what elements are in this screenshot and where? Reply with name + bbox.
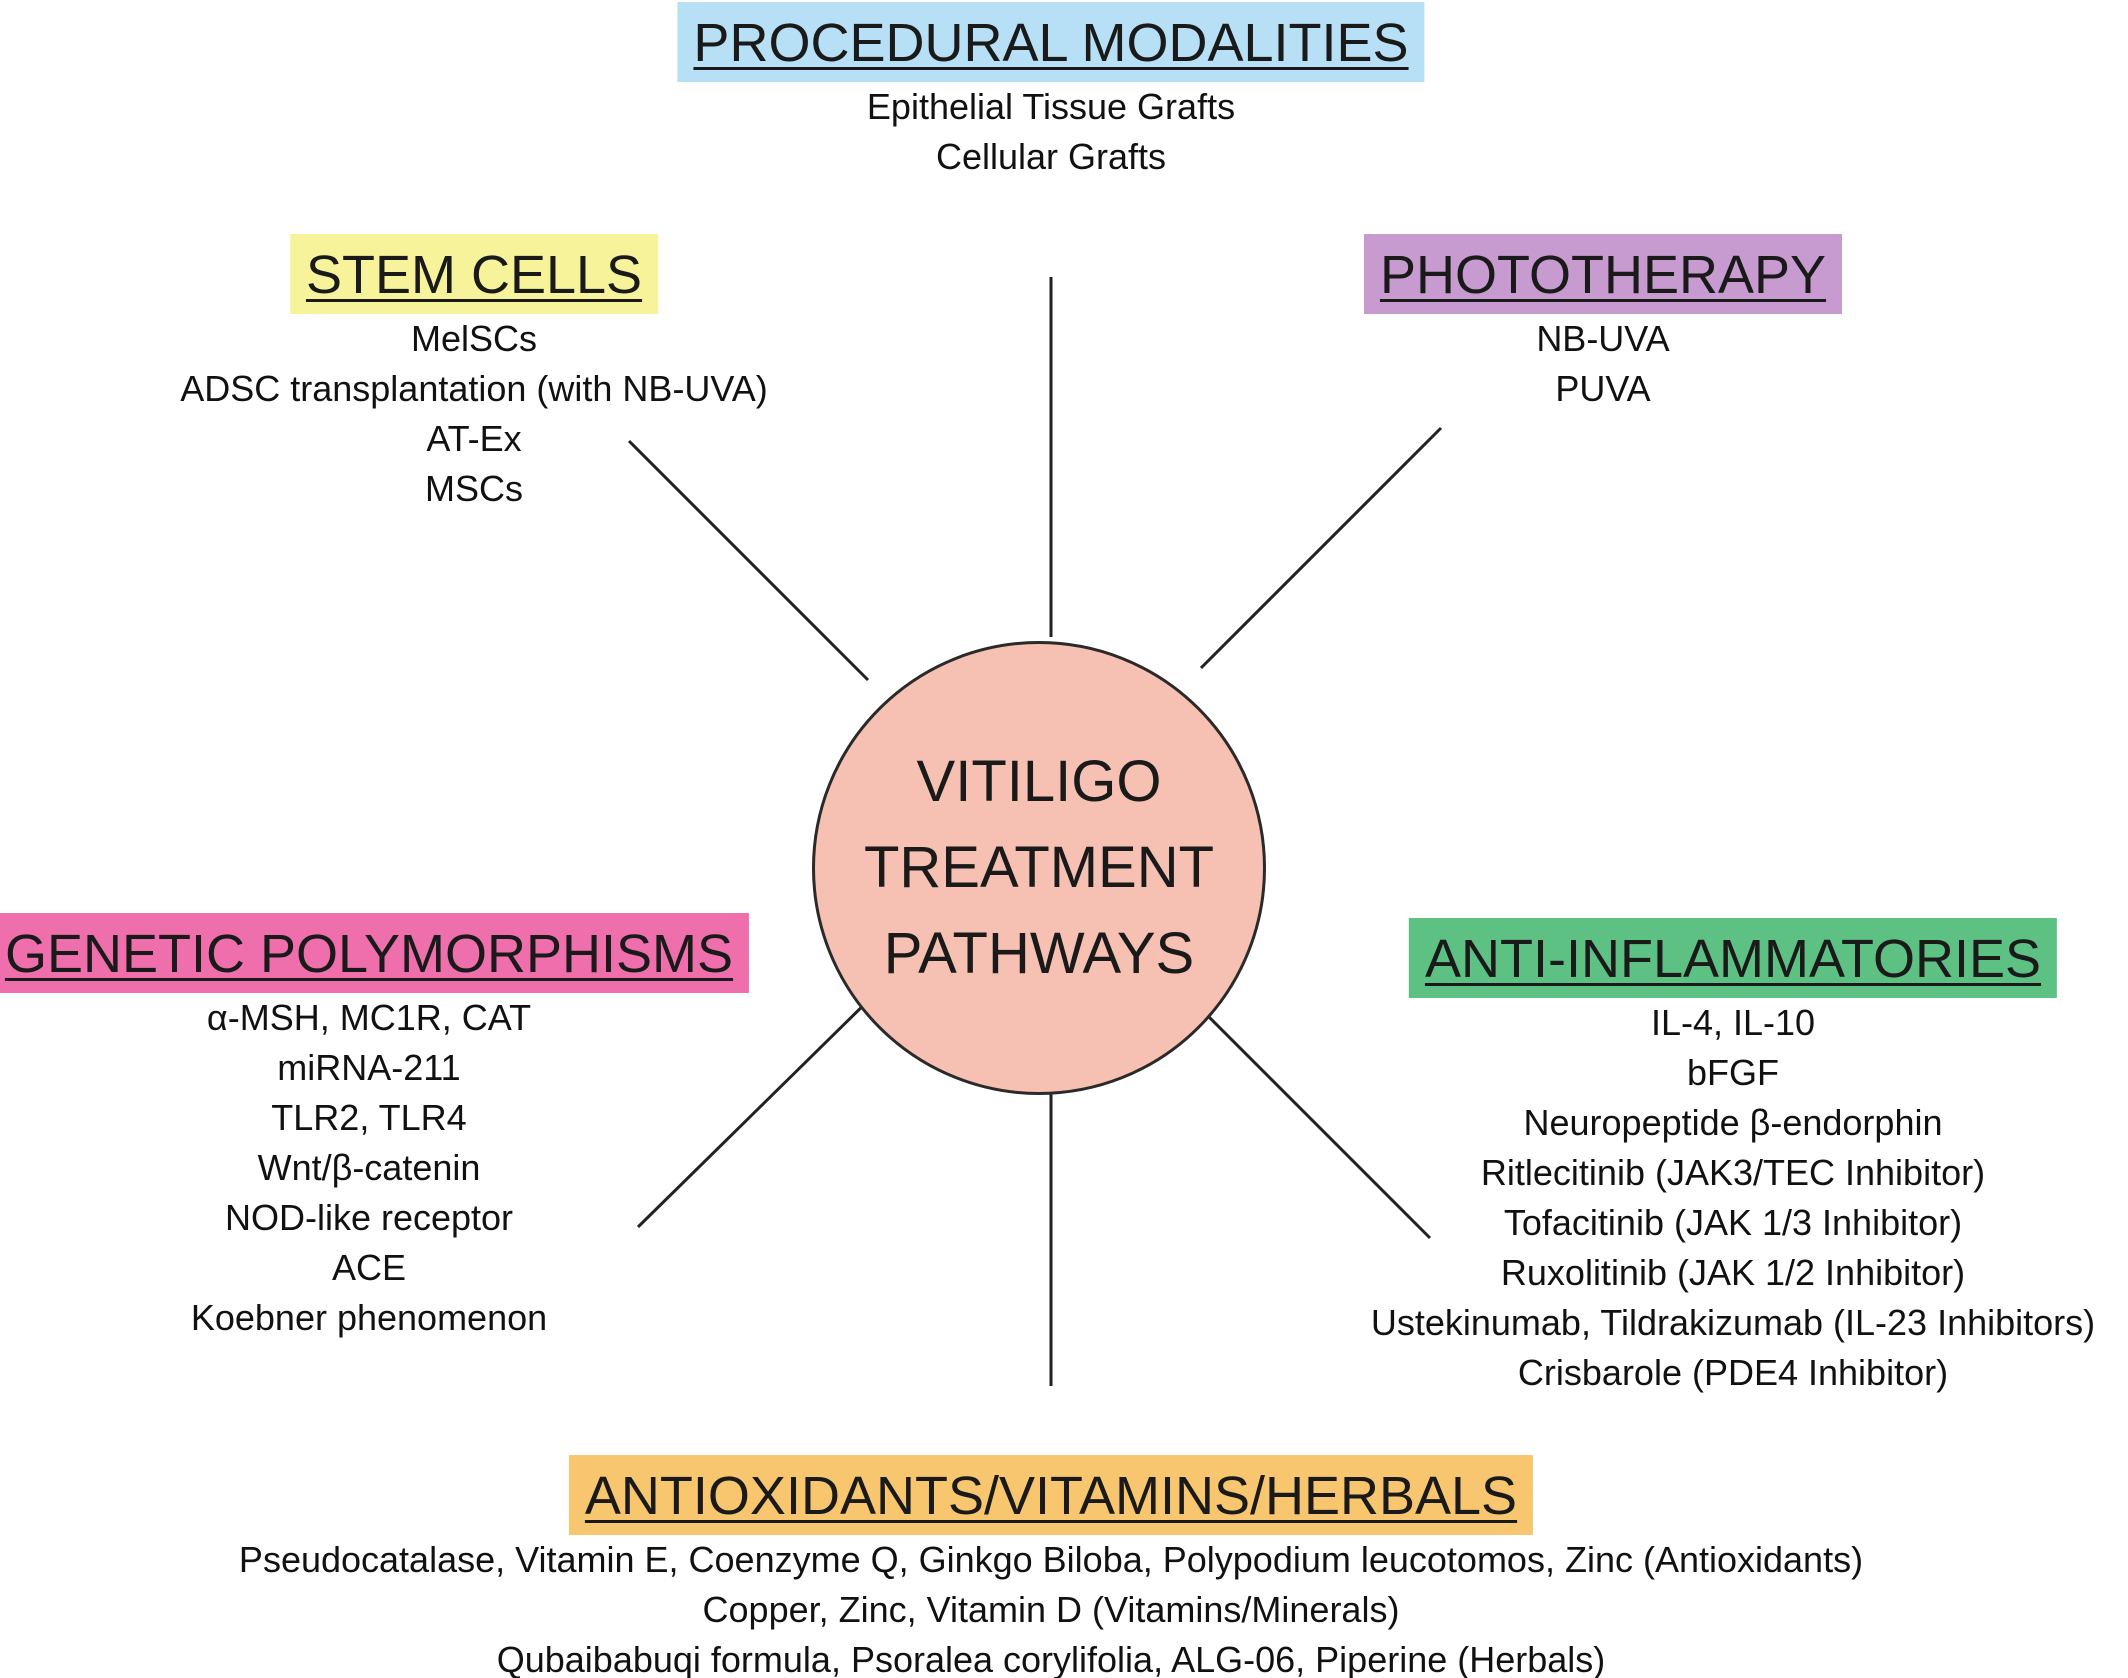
list-item: Crisbarole (PDE4 Inhibitor) bbox=[1517, 1352, 1949, 1393]
node-phototherapy: PHOTOTHERAPY NB-UVA PUVA bbox=[1363, 234, 1843, 414]
node-antioxidants-heading: ANTIOXIDANTS/VITAMINS/HERBALS bbox=[568, 1455, 1534, 1535]
list-item: Cellular Grafts bbox=[935, 136, 1167, 177]
center-title-line-1: VITILIGO bbox=[916, 749, 1162, 814]
node-anti-inflammatories-items: IL-4, IL-10 bFGF Neuropeptide β-endorphi… bbox=[1371, 998, 2095, 1398]
list-item: ADSC transplantation (with NB-UVA) bbox=[180, 368, 768, 409]
list-item: Ruxolitinib (JAK 1/2 Inhibitor) bbox=[1500, 1252, 1966, 1293]
list-item: PUVA bbox=[1555, 368, 1651, 409]
list-item: α-MSH, MC1R, CAT bbox=[206, 997, 532, 1038]
list-item: NOD-like receptor bbox=[224, 1197, 514, 1238]
list-item: AT-Ex bbox=[426, 418, 522, 459]
node-antioxidants-vitamins-herbals: ANTIOXIDANTS/VITAMINS/HERBALS Pseudocata… bbox=[239, 1455, 1863, 1678]
list-item: Epithelial Tissue Grafts bbox=[866, 86, 1236, 127]
node-phototherapy-items: NB-UVA PUVA bbox=[1364, 314, 1842, 414]
center-title-line-3: PATHWAYS bbox=[883, 921, 1195, 986]
spoke-stem-cells bbox=[627, 439, 870, 682]
node-stem-cells: STEM CELLS MelSCs ADSC transplantation (… bbox=[180, 234, 768, 514]
list-item: Qubaibabuqi formula, Psoralea corylifoli… bbox=[496, 1639, 1606, 1678]
node-genetic-polymorphisms: GENETIC POLYMORPHISMS α-MSH, MC1R, CAT m… bbox=[0, 913, 750, 1343]
list-item: ACE bbox=[331, 1247, 407, 1288]
node-antioxidants-items: Pseudocatalase, Vitamin E, Coenzyme Q, G… bbox=[239, 1535, 1863, 1678]
node-genetic-heading: GENETIC POLYMORPHISMS bbox=[0, 913, 750, 993]
node-stem-cells-heading: STEM CELLS bbox=[289, 234, 659, 314]
list-item: Pseudocatalase, Vitamin E, Coenzyme Q, G… bbox=[238, 1539, 1864, 1580]
list-item: Copper, Zinc, Vitamin D (Vitamins/Minera… bbox=[702, 1589, 1400, 1630]
spoke-phototherapy bbox=[1199, 426, 1443, 670]
list-item: Wnt/β-catenin bbox=[257, 1147, 481, 1188]
list-item: IL-4, IL-10 bbox=[1650, 1002, 1816, 1043]
spoke-genetic bbox=[636, 988, 881, 1229]
node-procedural-modalities: PROCEDURAL MODALITIES Epithelial Tissue … bbox=[677, 2, 1425, 182]
list-item: Neuropeptide β-endorphin bbox=[1523, 1102, 1943, 1143]
node-procedural-items: Epithelial Tissue Grafts Cellular Grafts bbox=[677, 82, 1424, 182]
list-item: Ritlecitinib (JAK3/TEC Inhibitor) bbox=[1480, 1152, 1986, 1193]
node-anti-inflammatories-heading: ANTI-INFLAMMATORIES bbox=[1408, 918, 2058, 998]
node-anti-inflammatories: ANTI-INFLAMMATORIES IL-4, IL-10 bFGF Neu… bbox=[1371, 918, 2095, 1398]
spoke-anti-inflammatory bbox=[1191, 999, 1432, 1240]
list-item: Koebner phenomenon bbox=[190, 1297, 548, 1338]
list-item: Ustekinumab, Tildrakizumab (IL-23 Inhibi… bbox=[1370, 1302, 2096, 1343]
node-procedural-heading: PROCEDURAL MODALITIES bbox=[677, 2, 1425, 82]
center-title-line-2: TREATMENT bbox=[863, 835, 1215, 900]
center-node: VITILIGO TREATMENT PATHWAYS bbox=[812, 641, 1266, 1095]
list-item: bFGF bbox=[1686, 1052, 1780, 1093]
list-item: Tofacitinib (JAK 1/3 Inhibitor) bbox=[1503, 1202, 1963, 1243]
list-item: miRNA-211 bbox=[277, 1047, 461, 1088]
list-item: MSCs bbox=[425, 468, 523, 509]
node-phototherapy-heading: PHOTOTHERAPY bbox=[1363, 234, 1843, 314]
list-item: MelSCs bbox=[410, 318, 538, 359]
list-item: TLR2, TLR4 bbox=[271, 1097, 467, 1138]
center-title: VITILIGO TREATMENT PATHWAYS bbox=[864, 739, 1214, 997]
node-genetic-items: α-MSH, MC1R, CAT miRNA-211 TLR2, TLR4 Wn… bbox=[0, 993, 749, 1343]
node-stem-cells-items: MelSCs ADSC transplantation (with NB-UVA… bbox=[180, 314, 768, 514]
list-item: NB-UVA bbox=[1536, 318, 1670, 359]
